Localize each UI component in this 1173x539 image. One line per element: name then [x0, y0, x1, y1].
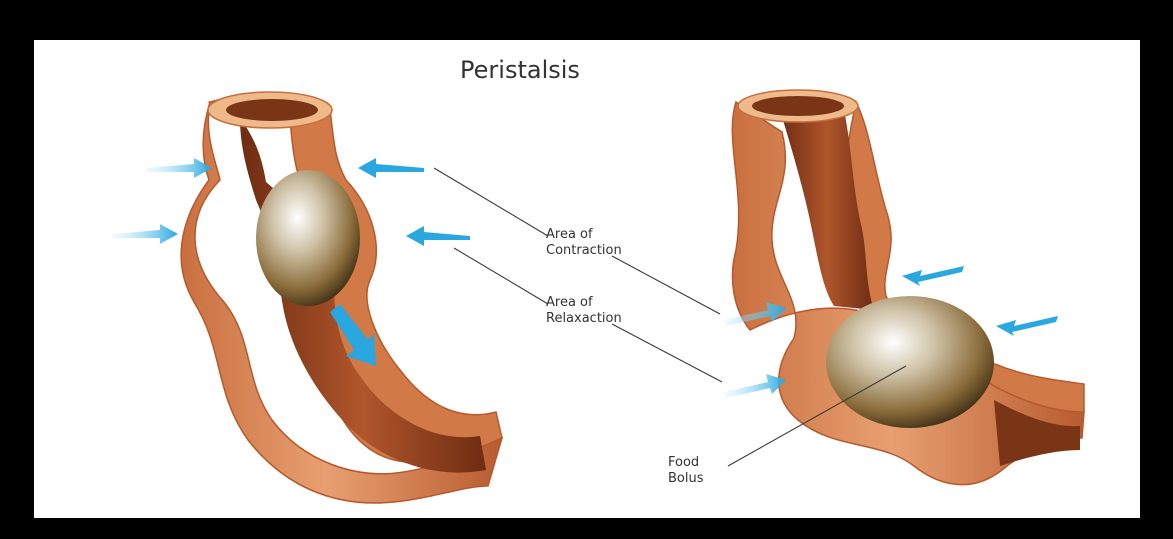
peristalsis-diagram: Peristalsis [34, 40, 1140, 518]
arrow-right-icon [146, 158, 212, 178]
food-bolus-left [256, 170, 360, 306]
label-bolus-line1: Food [668, 455, 699, 470]
leader-relaxation-right [612, 324, 722, 382]
label-contraction-line1: Area of [546, 227, 593, 242]
diagram-title: Peristalsis [460, 56, 580, 84]
leader-contraction-right [612, 256, 720, 314]
food-bolus-right [826, 296, 994, 428]
arrow-left-icon [406, 226, 470, 246]
diagram-canvas: Peristalsis [34, 40, 1140, 518]
arrow-right-icon [724, 374, 786, 398]
arrow-left-icon [902, 266, 964, 286]
label-contraction-line2: Contraction [546, 243, 622, 258]
arrow-right-icon [112, 224, 178, 244]
label-relaxation-line2: Relaxaction [546, 311, 622, 326]
leader-relaxation-left [454, 248, 548, 304]
esophagus-right [732, 90, 1084, 485]
leader-contraction-left [434, 168, 548, 236]
label-bolus-line2: Bolus [668, 471, 704, 486]
esophagus-left [181, 92, 502, 503]
arrow-left-icon [358, 158, 424, 178]
arrow-left-icon [996, 316, 1058, 336]
label-relaxation-line1: Area of [546, 295, 593, 310]
